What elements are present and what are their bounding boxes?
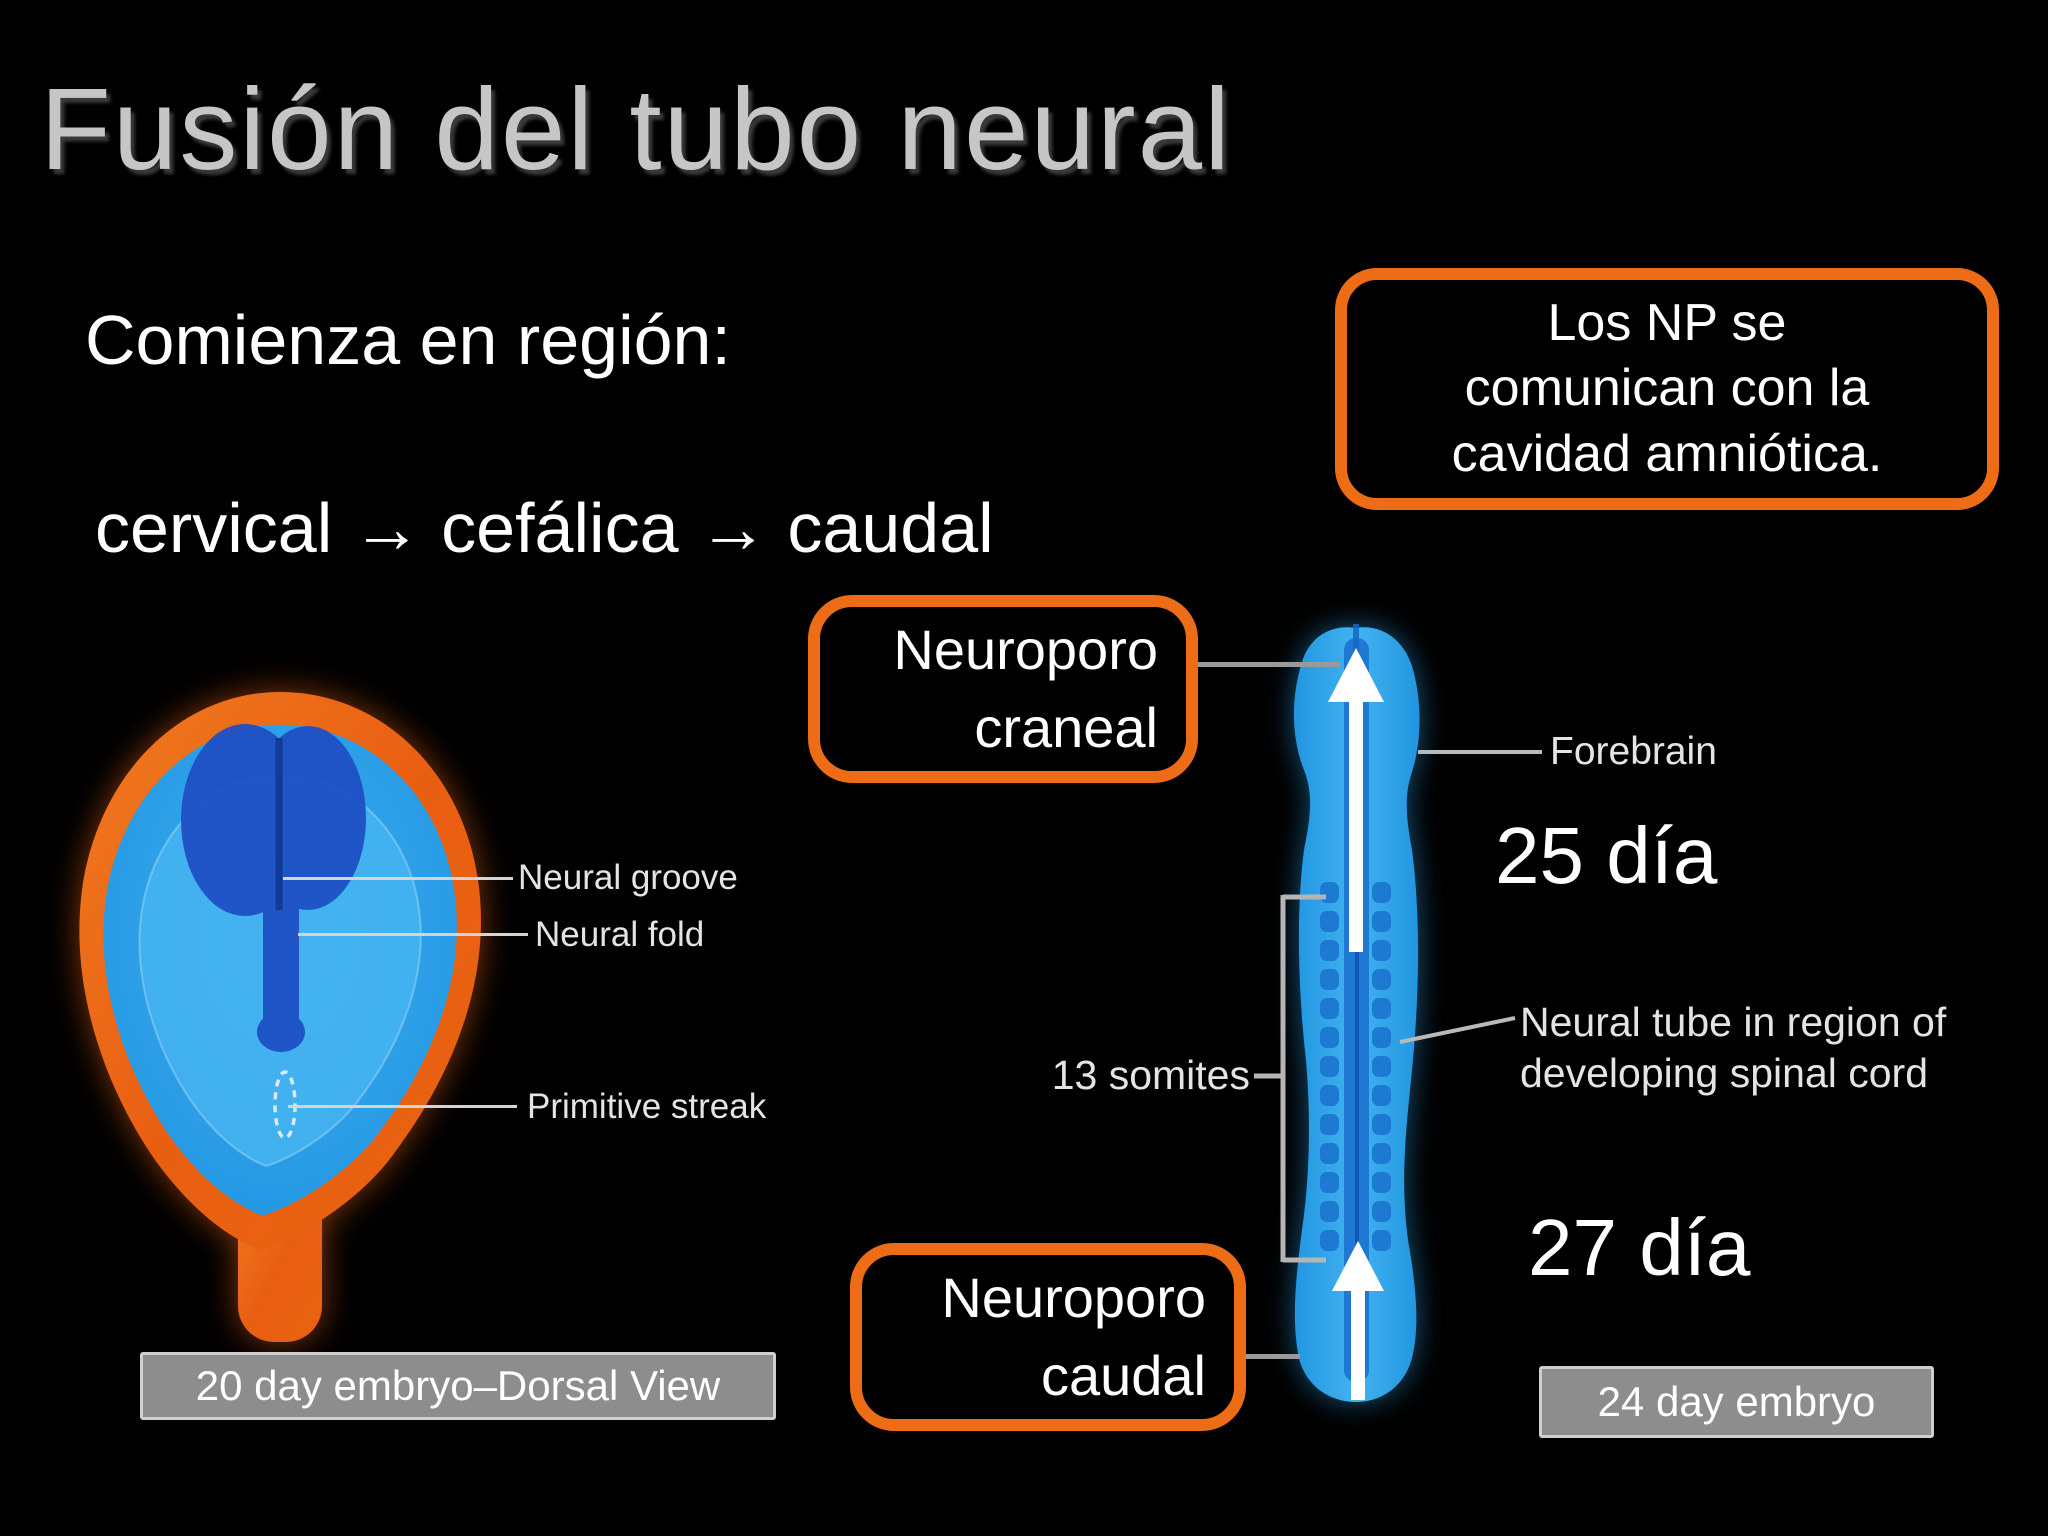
cranial-neuropore-callout: Neuroporo craneal xyxy=(808,595,1198,783)
neural-groove-leader-line xyxy=(283,877,513,880)
right-figure-caption: 24 day embryo xyxy=(1539,1366,1934,1438)
cranial-callout-line-1: Neuroporo xyxy=(893,618,1158,681)
caudal-neuropore-callout: Neuroporo caudal xyxy=(850,1243,1246,1431)
neural-tube-label-line-2: developing spinal cord xyxy=(1520,1050,1928,1096)
cranial-direction-arrow xyxy=(1328,648,1384,952)
caudal-callout-line-2: caudal xyxy=(1040,1344,1206,1407)
neural-tube-label-line-1: Neural tube in region of xyxy=(1520,999,1947,1045)
left-figure-caption: 20 day embryo–Dorsal View xyxy=(140,1352,776,1420)
neural-fold-label: Neural fold xyxy=(535,915,705,954)
somites-left-column xyxy=(1320,882,1339,1251)
somites-count-label: 13 somites xyxy=(1051,1052,1250,1098)
intro-text: Comienza en región: xyxy=(85,301,731,379)
page-title: Fusión del tubo neural xyxy=(40,64,1232,194)
primitive-streak-label: Primitive streak xyxy=(527,1087,767,1126)
sequence-text: cervical → cefálica → caudal xyxy=(95,489,994,567)
caudal-direction-arrow xyxy=(1332,1241,1384,1400)
caudal-callout-leader-line xyxy=(1245,1354,1300,1359)
cranial-callout-line-2: craneal xyxy=(974,696,1158,759)
forebrain-label: Forebrain xyxy=(1550,730,1717,773)
neural-groove-label: Neural groove xyxy=(518,858,738,897)
note-line-3: cavidad amniótica. xyxy=(1451,424,1883,483)
cranial-callout-leader-line xyxy=(1197,662,1340,667)
neural-fold-leader-line xyxy=(298,933,528,936)
day-27-label: 27 día xyxy=(1528,1203,1751,1292)
embryo-20day-illustration xyxy=(79,692,481,1342)
day-25-label: 25 día xyxy=(1495,811,1718,900)
neural-tube-leader-line xyxy=(1399,1016,1516,1044)
somites-right-column xyxy=(1372,882,1391,1251)
note-line-1: Los NP se xyxy=(1547,293,1787,352)
somites-bracket xyxy=(1254,894,1326,1263)
neural-tube-label: Neural tube in region of developing spin… xyxy=(1520,997,1946,1099)
note-callout-box: Los NP se comunican con la cavidad amnió… xyxy=(1335,268,1999,510)
caudal-callout-line-1: Neuroporo xyxy=(941,1266,1206,1329)
note-line-2: comunican con la xyxy=(1464,359,1870,418)
forebrain-leader-line xyxy=(1418,750,1542,754)
primitive-streak-leader-line xyxy=(288,1105,517,1108)
